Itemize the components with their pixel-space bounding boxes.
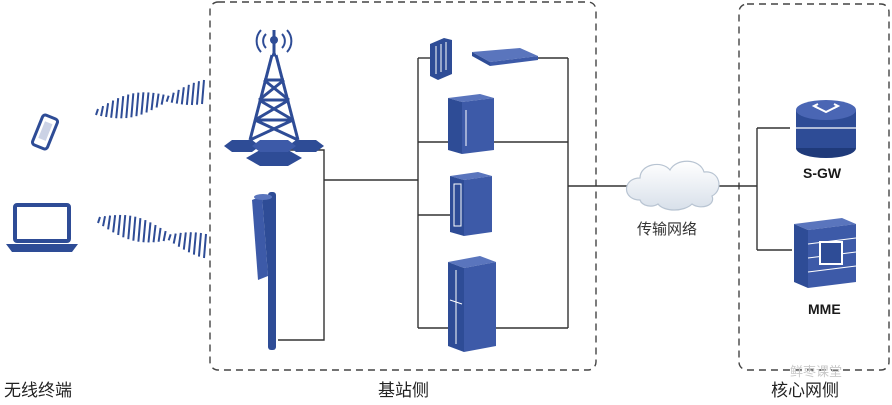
- wireless-signal-icon: [97, 214, 207, 259]
- rack-cabinet-icon: [448, 94, 494, 154]
- mme-label: MME: [808, 301, 841, 317]
- router-icon: [796, 100, 856, 158]
- wireless-signal-icon: [95, 79, 205, 119]
- core-network-caption: 核心网侧: [771, 381, 839, 401]
- connection-lines: [278, 57, 792, 341]
- laptop-icon: [6, 203, 78, 252]
- base-station-boundary: [209, 1, 597, 371]
- antenna-icon: [252, 192, 276, 350]
- smartphone-icon: [30, 113, 60, 151]
- wireless-terminal-caption: 无线终端: [4, 381, 72, 401]
- core-network-boundary: [738, 3, 890, 371]
- cell-tower-icon: [224, 29, 324, 166]
- rack-cabinet-icon: [448, 256, 496, 352]
- cloud-icon: [625, 160, 720, 211]
- watermark: 鲜枣课堂: [790, 365, 842, 380]
- server-icon: [794, 218, 857, 288]
- base-station-caption: 基站侧: [378, 381, 429, 401]
- sgw-label: S-GW: [803, 165, 842, 181]
- bbu-unit-icon: [430, 38, 538, 80]
- rack-cabinet-icon: [450, 172, 492, 236]
- transport-network-label: 传输网络: [637, 220, 697, 238]
